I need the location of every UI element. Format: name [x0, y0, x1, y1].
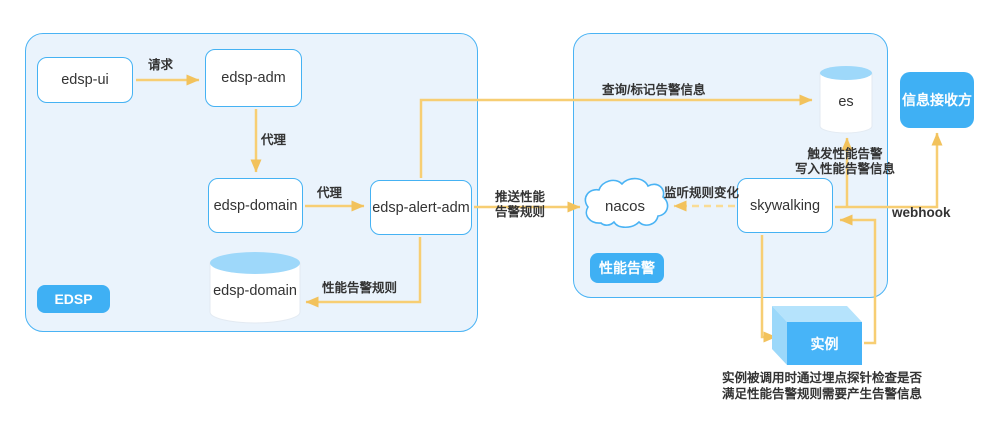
edge-label-proxy-domain-alert: 代理: [317, 186, 343, 200]
edsp-domain-db-label: edsp-domain: [213, 283, 297, 299]
node-edsp-alert-adm: edsp-alert-adm: [370, 180, 472, 235]
edge-label-push-rule: 推送性能 告警规则: [494, 190, 545, 219]
node-message-receiver: 信息接收方: [900, 72, 974, 128]
es-label: es: [838, 94, 854, 110]
node-edsp-adm: edsp-adm: [205, 49, 302, 107]
instance-label: 实例: [810, 335, 839, 352]
edge-label-request: 请求: [148, 58, 174, 72]
edsp-domain-db-cylinder: [209, 252, 301, 324]
edge-label-query-mark: 查询/标记告警信息: [602, 83, 706, 97]
nacos-label: nacos: [604, 197, 646, 215]
edge-label-trigger-write: 触发性能告警 写入性能告警信息: [794, 147, 895, 176]
es-cylinder: [819, 66, 873, 134]
edge-label-proxy-adm-domain: 代理: [261, 133, 287, 147]
edge-label-perf-rule: 性能告警规则: [322, 281, 398, 295]
edge-perf-rule-arrow: [305, 237, 422, 308]
edge-instance-to-skywalking-arrow: [839, 214, 877, 345]
node-edsp-ui: edsp-ui: [37, 57, 133, 103]
node-skywalking: skywalking: [737, 178, 833, 233]
perf-alert-group-badge: 性能告警: [590, 253, 664, 283]
edge-label-webhook: webhook: [892, 205, 951, 220]
node-edsp-domain: edsp-domain: [208, 178, 303, 233]
edge-query-mark-arrow: [419, 94, 813, 178]
edge-skywalking-to-instance-arrow: [760, 235, 777, 343]
nacos-cloud: [584, 177, 669, 229]
instance-probe-note: 实例被调用时通过埋点探针检查是否 满足性能告警规则需要产生告警信息: [721, 371, 922, 401]
edsp-group-badge: EDSP: [37, 285, 110, 313]
edge-label-listen-change: 监听规则变化: [664, 186, 740, 200]
edge-webhook-arrow: [835, 132, 943, 209]
instance-cube: [772, 306, 862, 365]
